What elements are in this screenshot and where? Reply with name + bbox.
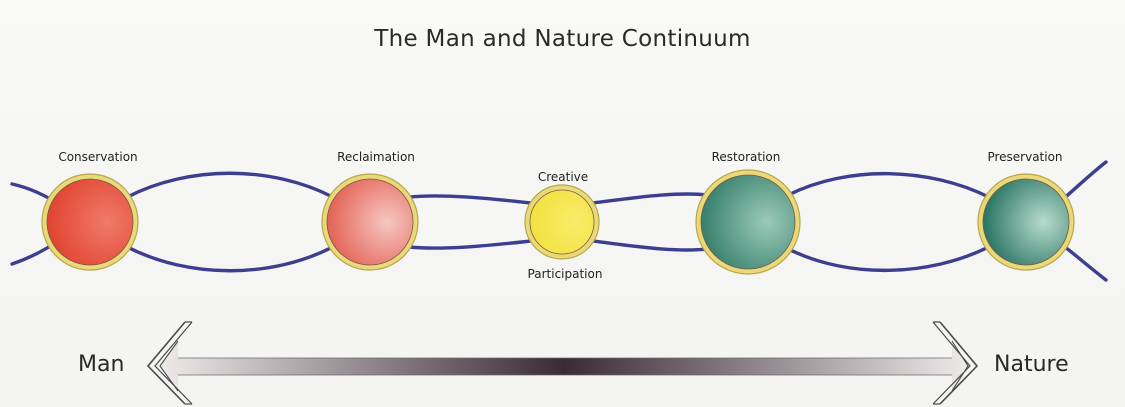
link-bottom-2	[405, 239, 536, 250]
continuum-arrow	[146, 321, 979, 405]
arrow-left-outline-2	[159, 340, 179, 392]
link-top-2	[405, 194, 536, 205]
stage-label-restoration: Restoration	[711, 150, 781, 164]
arrow-left-outline	[146, 321, 186, 405]
node-circle-restoration	[700, 174, 796, 270]
stage-label-reclaimation: Reclaimation	[337, 150, 415, 164]
link-top-3	[588, 192, 710, 205]
stage-label-creative: Creative	[537, 170, 589, 184]
diagram-title: The Man and Nature Continuum	[374, 26, 751, 52]
axis-label-man: Man	[78, 352, 125, 377]
node-circle-reclaimation	[326, 178, 414, 266]
arrow-left-outline-inner	[154, 321, 193, 405]
link-top-4	[786, 171, 991, 199]
stage-label-preservation: Preservation	[987, 150, 1063, 164]
node-circle-conservation	[46, 178, 134, 266]
stage-label-conservation: Conservation	[58, 150, 138, 164]
link-bottom-4	[786, 245, 991, 273]
arrow-body	[160, 341, 968, 391]
stage-nodes	[41, 169, 1075, 275]
arrow-right-outline-2	[951, 340, 969, 392]
node-circle-preservation	[982, 178, 1070, 266]
link-bottom-3	[588, 239, 710, 252]
link-bottom-1	[125, 245, 335, 273]
stage-label-participation: Participation	[527, 267, 603, 281]
link-top-1	[125, 171, 335, 199]
arrow-right-outline-inner	[932, 321, 971, 405]
arrow-right-outline	[939, 321, 979, 405]
node-circle-creative	[529, 189, 595, 255]
axis-label-nature: Nature	[994, 352, 1069, 377]
